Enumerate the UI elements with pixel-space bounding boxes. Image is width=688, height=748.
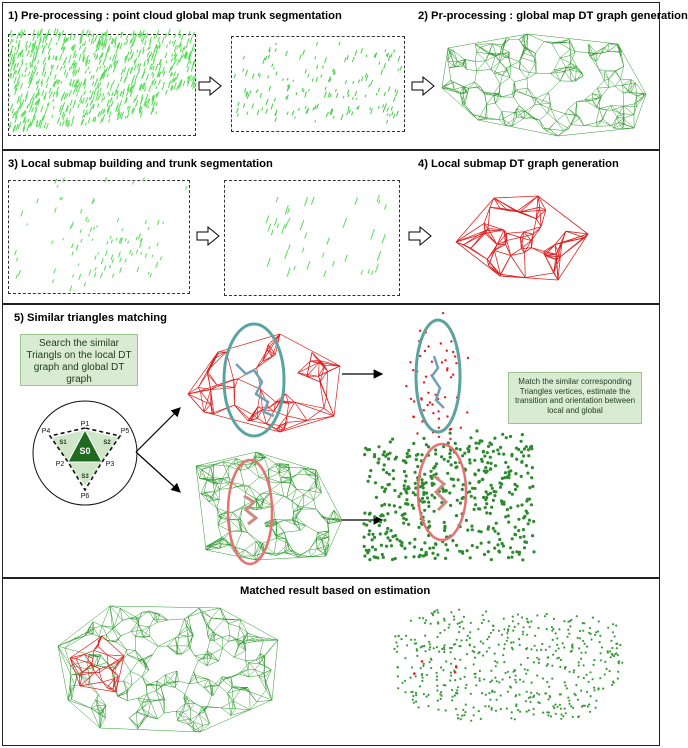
search-note: Search the similar Triangls on the local… [20, 334, 138, 386]
point-p6-label: P6 [81, 493, 90, 500]
arrow-right-icon [198, 75, 222, 97]
panel-matched-result [2, 578, 660, 746]
global-pointcloud-plot [8, 27, 197, 133]
local-dt-graph [455, 195, 589, 281]
global-trunk-segmentation-image [231, 36, 405, 132]
triangle-s2-label: S2 [103, 440, 111, 446]
step4-title: 4) Local submap DT graph generation [418, 158, 619, 170]
triangle-s3-label: S3 [81, 474, 89, 480]
panel-preprocessing [2, 2, 660, 150]
triangle-s0-label: S0 [79, 446, 90, 456]
panel-triangle-matching [2, 304, 660, 578]
result-point-cloud [393, 608, 624, 722]
triangle-search-diagram: S0 S1 S2 S3 P1 P2 P3 P4 P5 P6 [32, 400, 138, 506]
point-p2-label: P2 [56, 461, 65, 468]
local-dt-graph-matching [187, 322, 341, 438]
result-title: Matched result based on estimation [240, 585, 431, 597]
global-dt-graph-matching [195, 451, 343, 566]
step5-title: 5) Similar triangles matching [14, 312, 167, 324]
step3-title: 3) Local submap building and trunk segme… [8, 158, 273, 170]
match-note: Match the similar corresponding Triangle… [508, 372, 642, 424]
arrow-right-icon [408, 225, 432, 247]
global-trunk-plot [233, 41, 403, 124]
result-dt-graph [57, 605, 279, 733]
arrow-right-icon [411, 75, 435, 97]
point-p4-label: P4 [42, 428, 51, 435]
global-pointcloud-image [8, 27, 197, 136]
local-trunk-plot [265, 194, 387, 278]
local-submap-image [8, 176, 190, 294]
step1-title: 1) Pre-processing : point cloud global m… [8, 10, 342, 22]
global-matched-points [362, 429, 536, 562]
point-p5-label: P5 [121, 428, 130, 435]
point-p1-label: P1 [81, 421, 90, 428]
arrow-right-icon [196, 225, 220, 247]
step2-title: 2) Pr-processing : global map DT graph g… [418, 10, 688, 22]
global-dt-graph [441, 33, 647, 137]
local-trunk-segmentation-image [224, 180, 400, 296]
point-p3-label: P3 [106, 461, 115, 468]
local-submap-plot [14, 176, 188, 292]
triangle-s1-label: S1 [59, 440, 67, 446]
panel-local-submap [2, 150, 660, 304]
local-matched-points [405, 311, 470, 441]
